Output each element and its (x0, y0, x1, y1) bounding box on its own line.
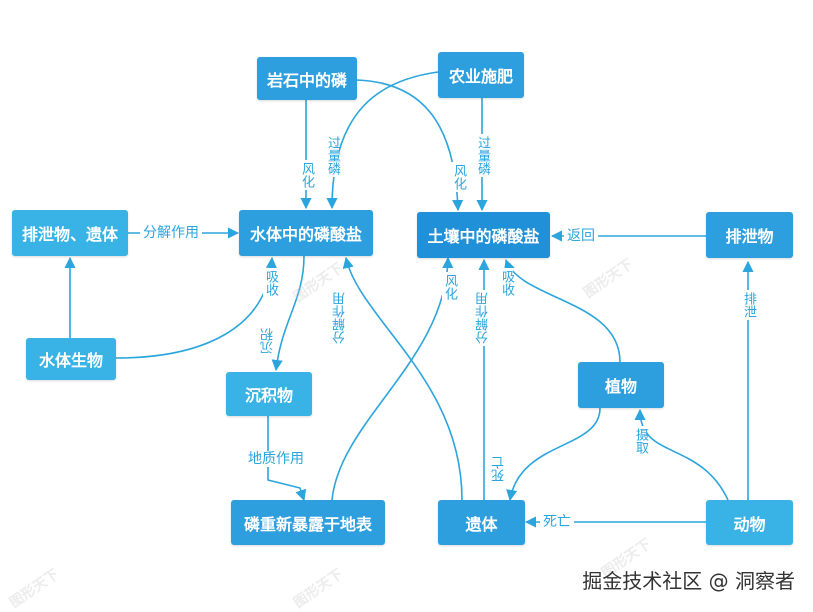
edge-label-excrete: 排泄 (741, 290, 756, 320)
edge-label-absorb: 吸收 (263, 268, 278, 298)
node-water-phosphate[interactable]: 水体中的磷酸盐 (239, 210, 373, 256)
edge-plants-soil-absorb (504, 258, 621, 363)
node-excreta[interactable]: 排泄物 (706, 212, 793, 258)
edge-label-settle: 沉积 (261, 326, 276, 356)
edge-label-geology: 地质作用 (246, 451, 306, 467)
edge-label-death: 死亡 (540, 514, 574, 530)
edge-label-absorb: 吸收 (499, 268, 514, 298)
edge-label-weathering: 风化 (442, 272, 457, 302)
edge-label-weathering: 风化 (451, 162, 466, 192)
node-agricultural-fertilizer[interactable]: 农业施肥 (438, 52, 524, 98)
edge-animals-plants-ingest (634, 408, 729, 501)
node-soil-phosphate[interactable]: 土壤中的磷酸盐 (417, 212, 550, 258)
edge-label-excess-phosphorus: 过量磷 (475, 134, 490, 177)
edge-sediment-exposed-geology (267, 416, 307, 502)
edge-water-sediment-settle (271, 255, 305, 372)
edge-remains-water-decomp (342, 256, 463, 501)
node-plants[interactable]: 植物 (578, 362, 664, 408)
edge-label-excess-phosphorus: 过量磷 (325, 134, 340, 177)
node-animals[interactable]: 动物 (706, 500, 793, 545)
node-rock-phosphorus[interactable]: 岩石中的磷 (257, 57, 357, 100)
edge-label-death: 死亡 (492, 454, 507, 484)
node-remains[interactable]: 遗体 (438, 500, 525, 545)
node-exposed-phosphorus[interactable]: 磷重新暴露于地表 (231, 500, 385, 545)
footer-credit: 掘金技术社区 @ 洞察者 (582, 569, 795, 593)
edge-label-decomposition: 分解作用 (476, 290, 491, 346)
edge-label-weathering: 风化 (299, 160, 314, 190)
node-sediment[interactable]: 沉积物 (226, 372, 312, 416)
edge-label-decomposition: 分解作用 (333, 290, 348, 346)
node-excreta-remains[interactable]: 排泄物、遗体 (12, 210, 128, 256)
edge-plants-remains-death (506, 407, 601, 502)
edge-label-decomposition: 分解作用 (140, 225, 202, 241)
edge-exposed-soil-weathering (331, 256, 454, 501)
edge-label-ingest: 摄取 (633, 426, 648, 456)
edge-label-return: 返回 (564, 228, 598, 244)
node-aquatic-organisms[interactable]: 水体生物 (26, 338, 116, 380)
edge-aquatic-water-absorb (115, 256, 278, 359)
